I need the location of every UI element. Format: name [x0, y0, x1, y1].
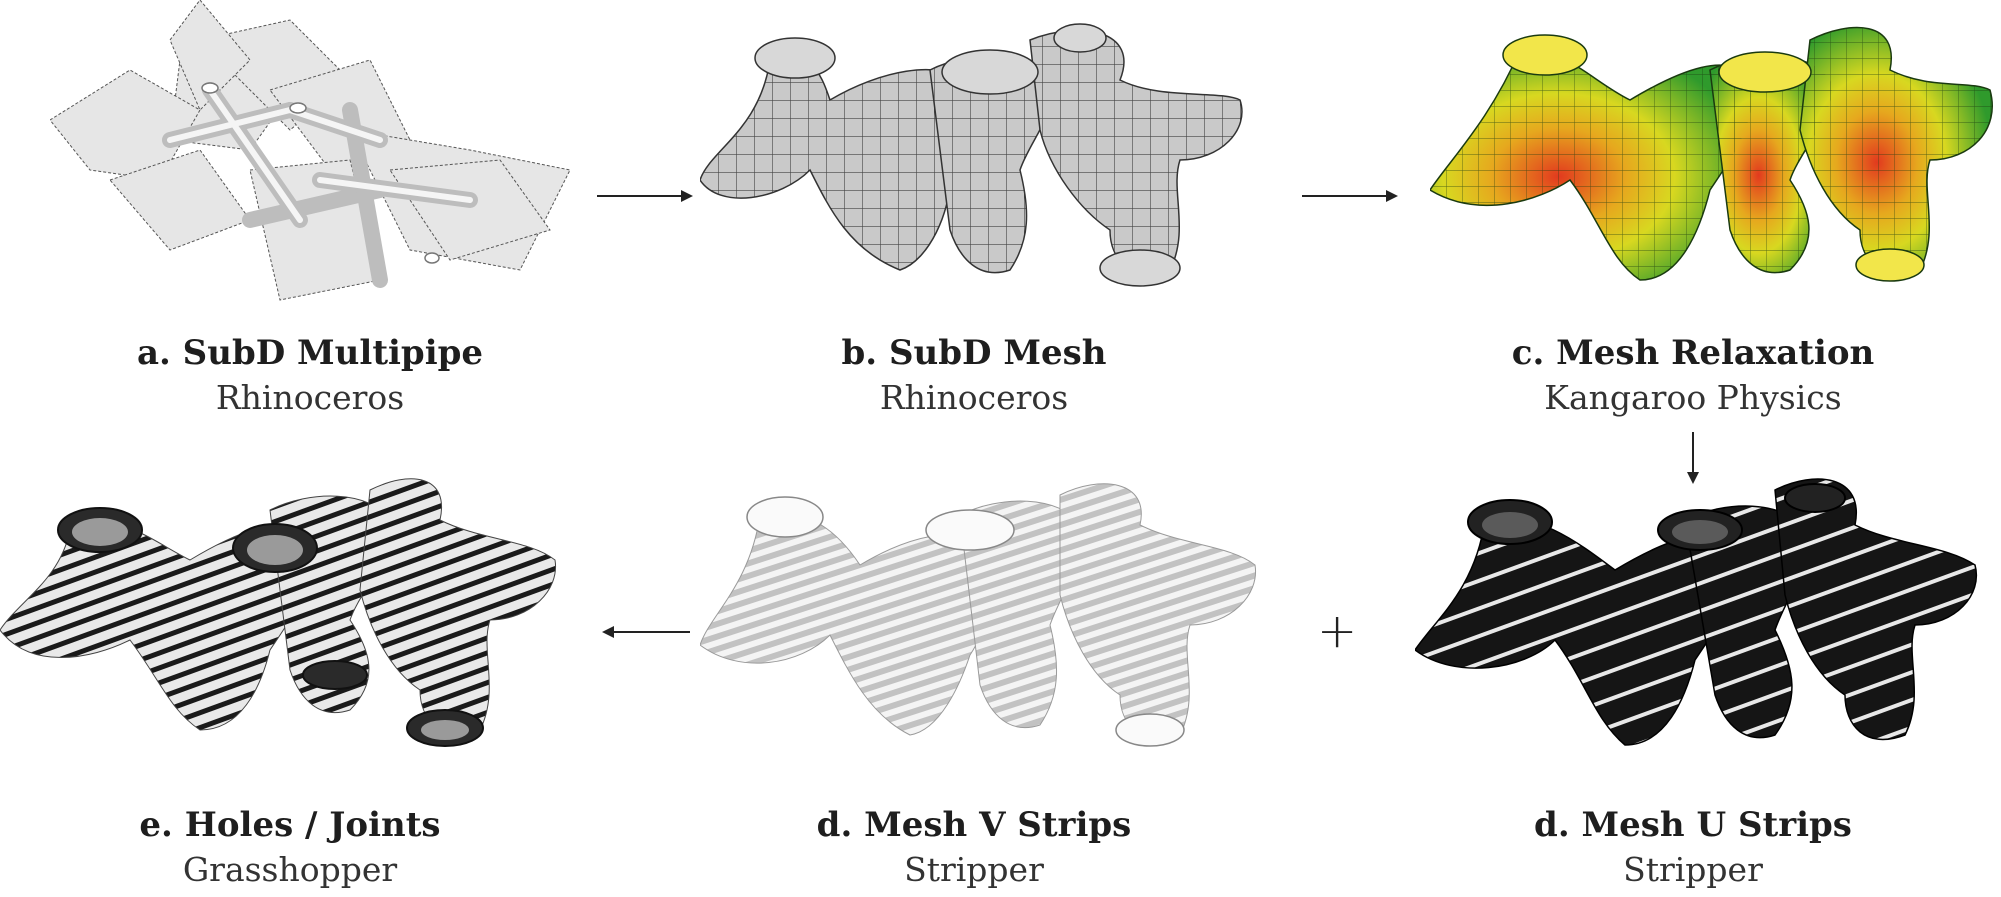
caption-b: b. SubD Mesh Rhinoceros [714, 331, 1234, 421]
panel-holes-joints [0, 470, 570, 760]
panel-subd-mesh [700, 10, 1260, 300]
arrow-d-to-e [602, 626, 690, 638]
caption-e: e. Holes / Joints Grasshopper [30, 803, 550, 893]
holes-joints-illustration [0, 478, 557, 747]
caption-c-tool: Kangaroo Physics [1544, 378, 1842, 417]
mesh-u-strips-illustration [1415, 478, 1978, 746]
caption-d-v: d. Mesh V Strips Stripper [714, 803, 1234, 893]
caption-e-title: e. Holes / Joints [139, 805, 441, 845]
caption-c-title: c. Mesh Relaxation [1511, 333, 1875, 373]
caption-d-u: d. Mesh U Strips Stripper [1433, 803, 1953, 893]
caption-d-v-tool: Stripper [904, 850, 1044, 889]
caption-c: c. Mesh Relaxation Kangaroo Physics [1433, 331, 1953, 421]
arrow-a-to-b [597, 190, 693, 202]
caption-a-title: a. SubD Multipipe [136, 333, 484, 373]
caption-d-u-tool: Stripper [1623, 850, 1763, 889]
caption-d-v-title: d. Mesh V Strips [816, 805, 1132, 845]
caption-b-tool: Rhinoceros [879, 378, 1069, 417]
arrow-c-to-d [1687, 432, 1699, 484]
arrow-b-to-c [1302, 190, 1398, 202]
subd-mesh-illustration [700, 23, 1243, 287]
mesh-v-strips-illustration [700, 483, 1257, 747]
caption-e-tool: Grasshopper [182, 850, 398, 889]
panel-mesh-v-strips [700, 475, 1260, 765]
caption-d-u-title: d. Mesh U Strips [1534, 805, 1852, 845]
subd-multipipe-illustration [50, 0, 571, 301]
panel-subd-multipipe [50, 0, 580, 320]
plus-sign: + [1317, 603, 1358, 659]
mesh-relaxation-illustration [1430, 26, 1993, 282]
caption-b-title: b. SubD Mesh [841, 333, 1107, 373]
panel-mesh-relaxation [1430, 10, 2001, 300]
panel-mesh-u-strips [1415, 470, 1985, 770]
caption-a: a. SubD Multipipe Rhinoceros [50, 331, 570, 421]
caption-a-tool: Rhinoceros [215, 378, 405, 417]
